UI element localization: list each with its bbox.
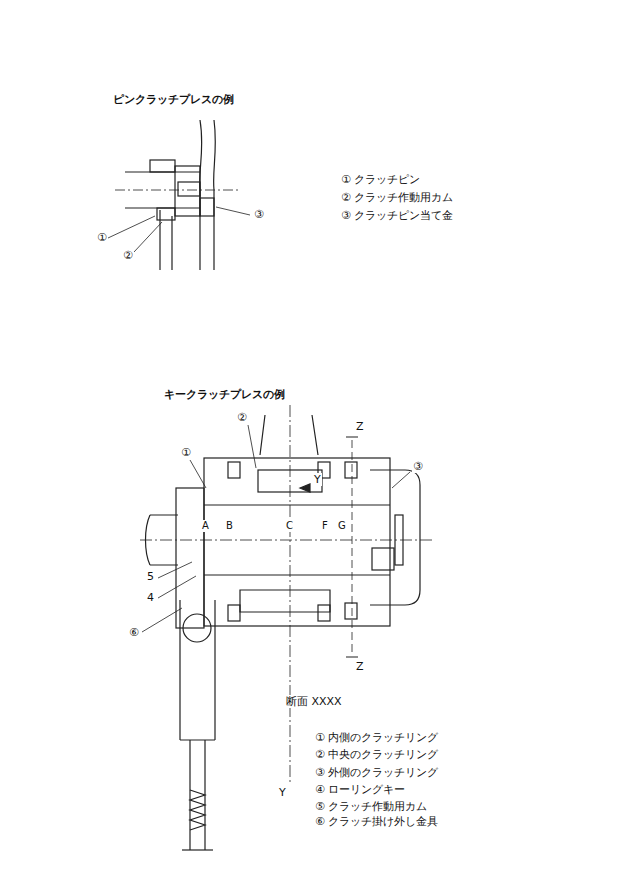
flywheel-edge — [214, 120, 216, 270]
leader-line — [142, 608, 182, 632]
part-legend-item: ② クラッチ作動用カム — [340, 191, 454, 204]
key-detail — [372, 548, 394, 570]
callout-number: ⑥ — [128, 626, 140, 639]
key-clutch-drawing — [140, 405, 432, 850]
section-letter: Z — [355, 660, 365, 673]
part-legend-item: ③ クラッチピン当て金 — [340, 209, 454, 222]
callout-number: 4 — [146, 591, 155, 604]
cam-lever — [160, 210, 172, 270]
bolt — [318, 605, 330, 621]
shaft — [146, 515, 179, 565]
dimension-letter: A — [200, 520, 211, 532]
inner-ring — [204, 505, 390, 575]
key — [240, 590, 330, 612]
section-label: 断面 XXXX — [285, 695, 343, 708]
callout-number: ① — [96, 231, 108, 244]
section-letter: Y — [278, 786, 287, 799]
rod-end — [182, 849, 213, 850]
pin-stop — [200, 198, 214, 216]
spring — [190, 790, 205, 830]
centerline — [140, 540, 432, 541]
cam — [157, 208, 175, 220]
figure-heading: キークラッチプレスの例 — [163, 388, 286, 401]
callout-number: 5 — [146, 570, 155, 583]
center-ring — [258, 470, 322, 492]
leader-line — [158, 562, 192, 578]
section-letter: Z — [355, 420, 365, 433]
part-legend-item: ⑤ クラッチ作動用カム — [314, 800, 428, 813]
leader-line — [216, 207, 250, 215]
section-letter: Y — [313, 473, 322, 486]
bolt — [228, 462, 240, 478]
pin-clutch-drawing — [108, 120, 250, 270]
bolt — [345, 462, 357, 478]
part-legend-item: ④ ローリングキー — [314, 783, 406, 796]
leader-line — [108, 216, 155, 238]
part-legend-item: ② 中央のクラッチリング — [314, 748, 439, 761]
key-detail — [395, 515, 403, 565]
clutch-body — [204, 458, 390, 626]
bolt — [345, 603, 357, 619]
dimension-letter: C — [284, 520, 295, 532]
dimension-letter: G — [336, 520, 348, 532]
section-line — [352, 440, 353, 655]
leader-line — [190, 460, 206, 488]
rod — [190, 740, 205, 850]
callout-number: ③ — [253, 208, 265, 221]
callout-number: ② — [236, 411, 248, 424]
part-legend-item: ③ 外側のクラッチリング — [314, 766, 439, 779]
figure-heading: ピンクラッチプレスの例 — [112, 93, 235, 106]
crank-part — [150, 160, 175, 172]
section-arrow — [300, 484, 310, 492]
centerline — [290, 405, 291, 785]
leader-line — [134, 222, 162, 252]
ram-bracket — [260, 415, 318, 455]
part-legend-item: ① 内側のクラッチリング — [314, 731, 439, 744]
clutch-pin-housing — [175, 166, 200, 216]
leader-line — [392, 472, 410, 488]
trip-arm — [180, 600, 215, 740]
part-legend-item: ① クラッチピン — [340, 173, 421, 186]
centerline — [115, 190, 240, 191]
leader-line — [158, 576, 196, 598]
dimension-letter: B — [224, 520, 235, 532]
callout-number: ② — [122, 249, 134, 262]
clutch-pin — [178, 182, 200, 196]
trip-pivot — [183, 614, 211, 642]
callout-number: ① — [180, 446, 192, 459]
callout-number: ③ — [412, 460, 424, 473]
bolt — [228, 605, 240, 621]
dimension-letter: F — [320, 520, 330, 532]
part-legend-item: ⑥ クラッチ掛け外し金具 — [314, 815, 439, 828]
leader-line — [248, 425, 256, 468]
outer-ring-cover — [370, 470, 420, 605]
section-mark — [346, 437, 358, 657]
